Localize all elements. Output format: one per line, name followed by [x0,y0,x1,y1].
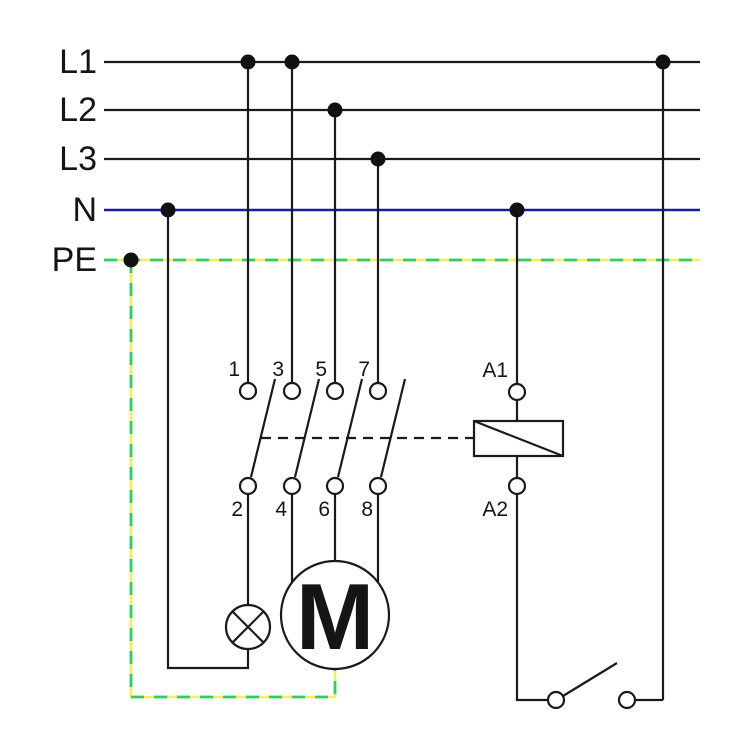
coil-terminal-a2 [507,476,527,496]
neutral-return-lamp-wire [166,210,250,670]
contact-pole-7-8: 7 8 [358,358,407,582]
switch-terminal-right [617,690,637,710]
switch-blade [562,662,618,697]
terminal-label-3: 3 [272,358,284,381]
junction-dot-neutral-right [509,202,525,218]
junction-dot-pe [123,252,139,268]
contact-pole-1-2: 1 2 [228,358,277,605]
contact-blade [336,378,364,478]
terminal-label-a1: A1 [482,359,508,382]
contact-blade [293,378,321,478]
contact-terminal-1 [238,381,258,401]
bus-label-l2: L2 [59,91,97,129]
bus-label-neutral: N [72,191,97,229]
terminal-label-2: 2 [231,498,243,521]
terminal-label-6: 6 [318,498,330,521]
pe-earth-wire [129,260,337,699]
junction-dot-l3 [370,151,386,167]
contact-terminal-4 [282,476,302,496]
coil-diagonal [473,419,564,458]
bus-label-pe: PE [52,241,97,279]
motor-symbol: M [279,559,391,671]
feeder-wires [166,62,665,700]
contactor-coil: A1 A2 [472,359,565,702]
bus-l3: L3 [59,140,700,178]
contactor-contacts: 1 2 3 4 5 6 7 8 [228,358,474,605]
bus-neutral: N [72,191,700,229]
bus-pe: PE [52,241,700,279]
terminal-label-1: 1 [228,358,240,381]
contact-pole-5-6: 5 6 [315,358,364,561]
terminal-label-5: 5 [315,358,327,381]
motor-label: M [296,564,374,669]
contact-terminal-8 [368,476,388,496]
contact-terminal-3 [282,381,302,401]
motor-circle [279,559,391,671]
junction-dots [123,54,671,268]
contact-blade [379,378,407,478]
bus-label-l3: L3 [59,140,97,178]
junction-dot-l1-3 [655,54,671,70]
wire-a2-to-switch [515,494,548,702]
pe-wire-green [129,260,337,699]
switch-terminal-left [546,690,566,710]
terminal-label-4: 4 [275,498,287,521]
bus-l2: L2 [59,91,700,129]
lamp-cross-line-2 [231,610,265,644]
coil-terminal-a1 [507,382,527,402]
junction-dot-neutral-left [160,202,176,218]
terminal-label-7: 7 [358,358,370,381]
control-switch [546,662,663,710]
bus-label-l1: L1 [59,43,97,81]
contact-terminal-2 [238,476,258,496]
contact-terminal-5 [325,381,345,401]
contact-terminal-6 [325,476,345,496]
junction-dot-l2 [327,102,343,118]
contact-pole-3-4: 3 4 [272,358,321,582]
terminal-label-a2: A2 [482,498,508,521]
bus-l1: L1 [59,43,700,81]
contact-blade [249,378,277,478]
terminal-label-8: 8 [361,498,373,521]
contact-terminal-7 [368,381,388,401]
junction-dot-l1-1 [240,54,256,70]
lamp-symbol [224,603,272,651]
junction-dot-l1-2 [284,54,300,70]
